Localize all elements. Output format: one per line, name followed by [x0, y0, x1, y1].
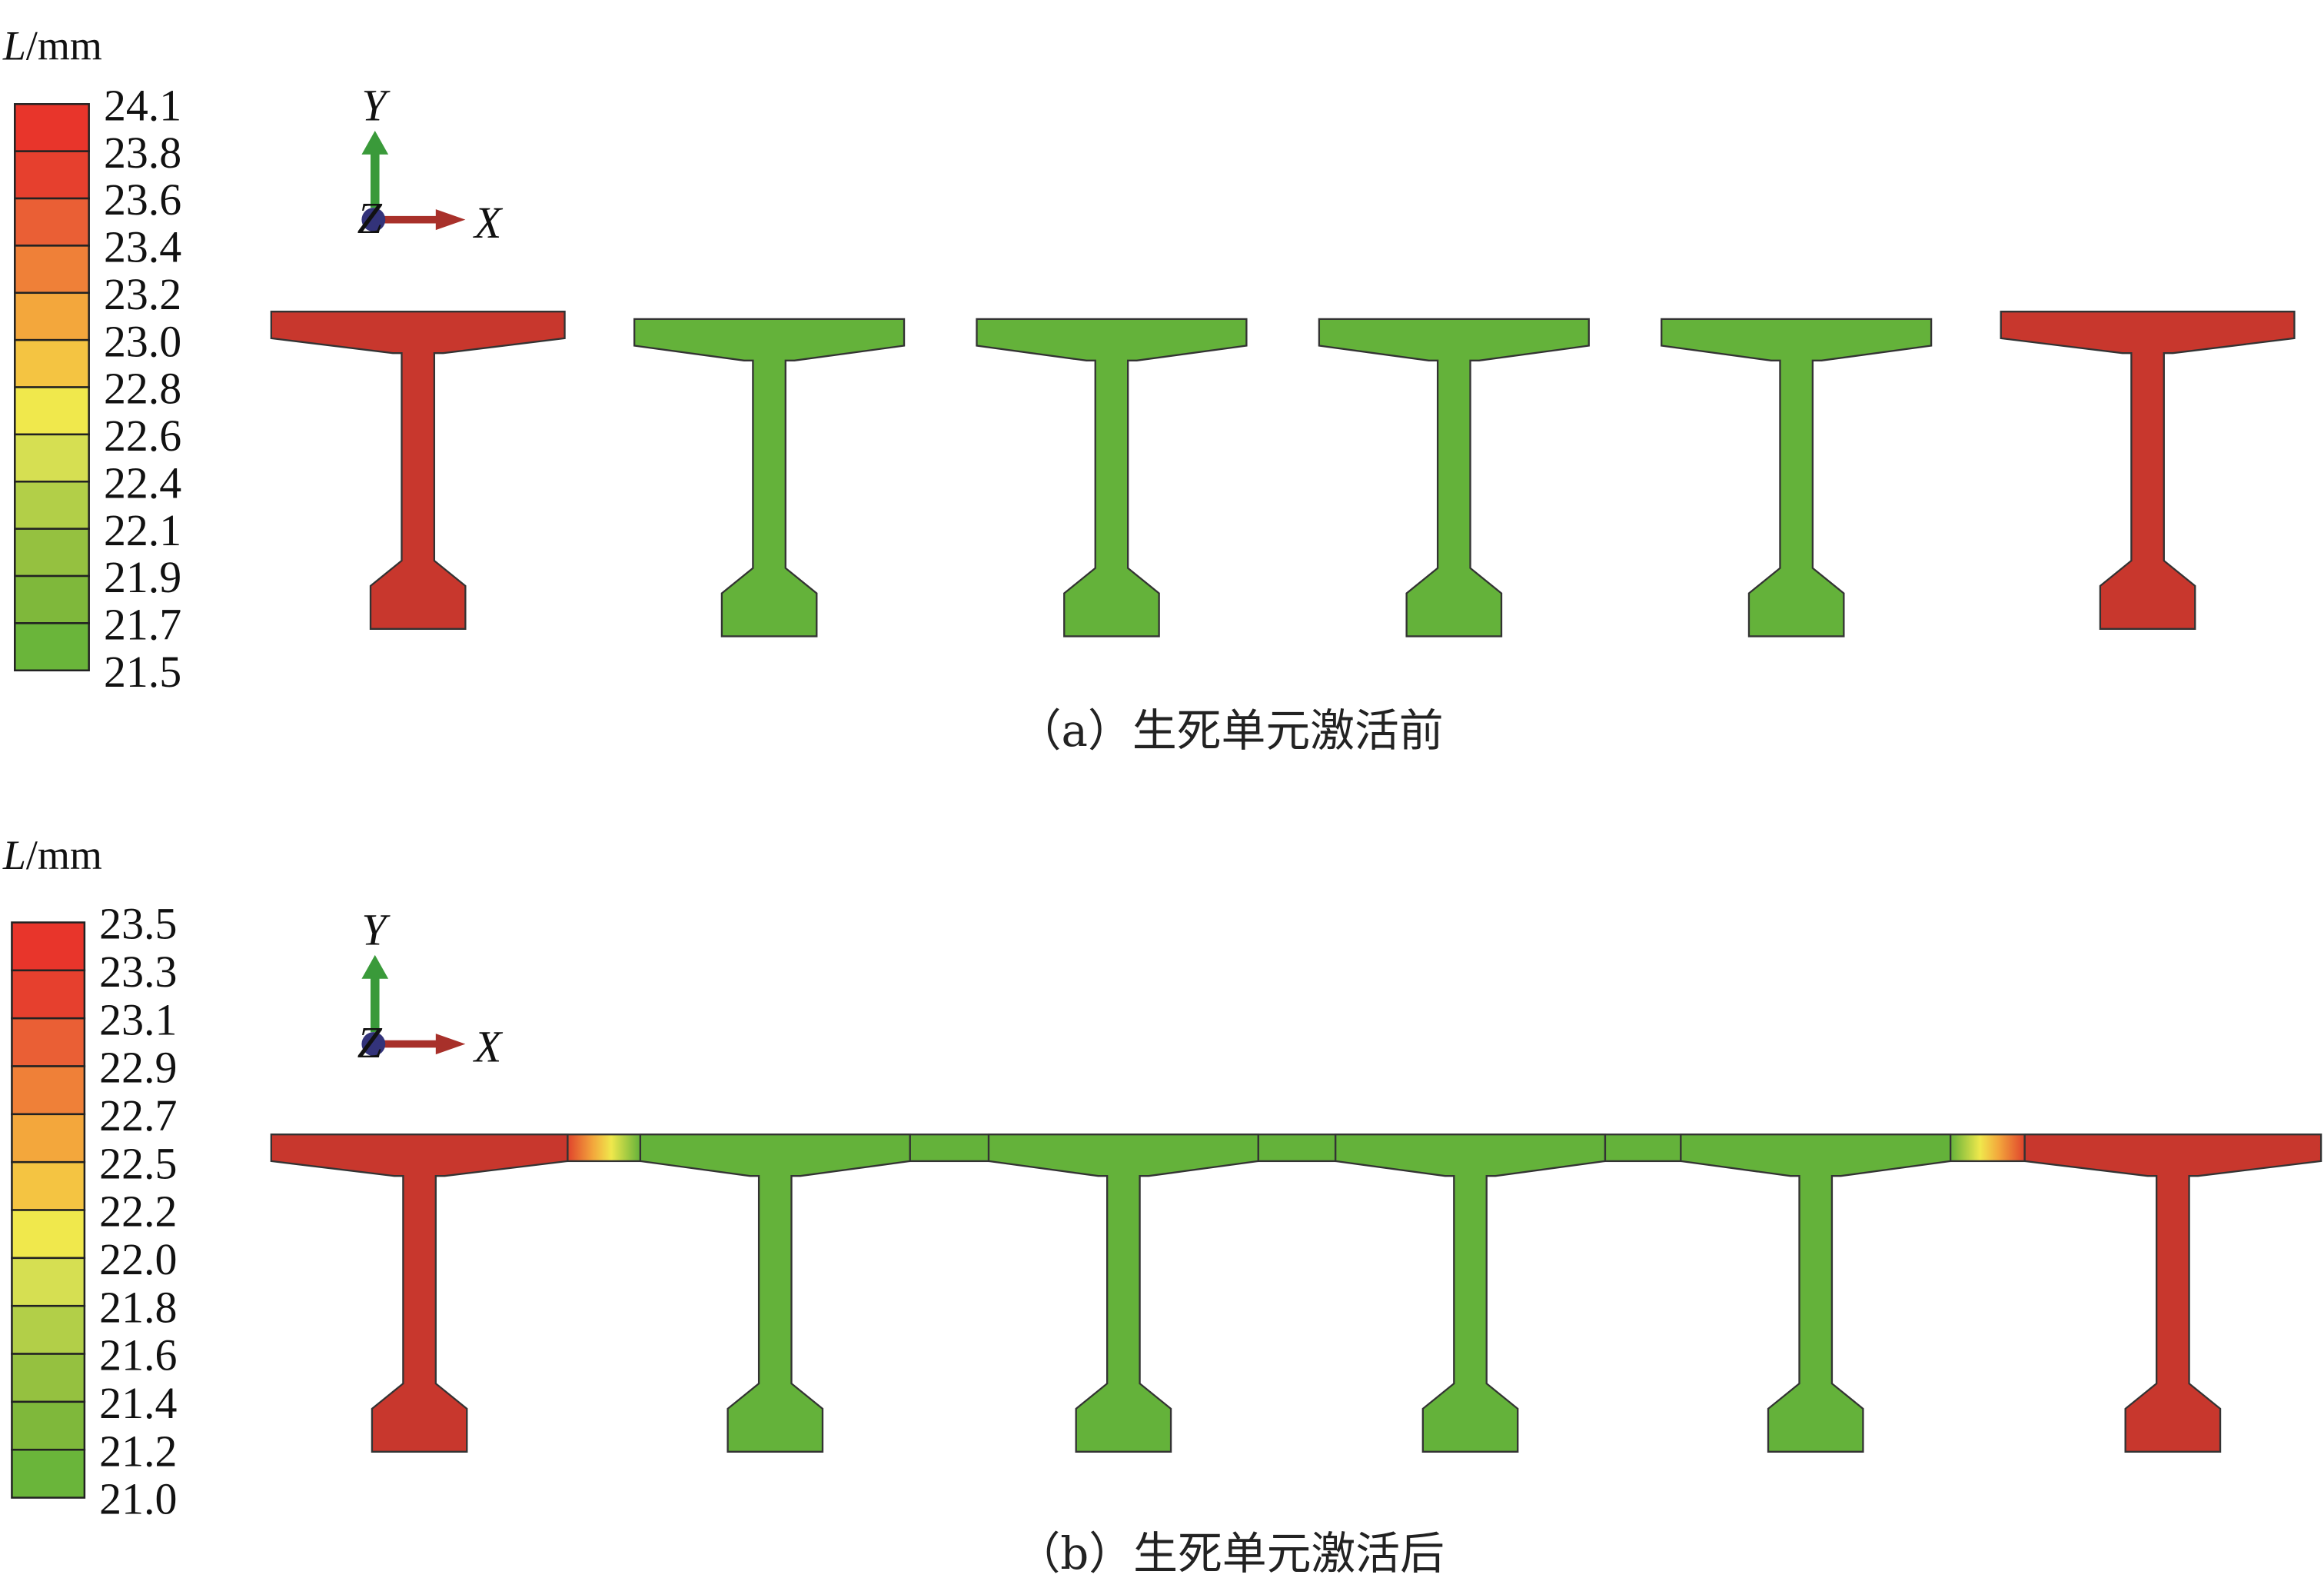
legend-band — [14, 197, 90, 247]
wet-joint — [909, 1134, 990, 1163]
legend-label: 21.0 — [99, 1474, 177, 1524]
legend-band — [11, 1017, 86, 1067]
legend-label: 21.6 — [99, 1330, 177, 1380]
legend-label: 22.8 — [104, 364, 181, 414]
legend-band — [11, 1209, 86, 1260]
legend-band — [11, 1304, 86, 1355]
legend-label: 21.9 — [104, 552, 181, 602]
legend-band — [14, 245, 90, 295]
legend-label: 22.4 — [104, 458, 181, 508]
legend-label: 21.4 — [99, 1378, 177, 1428]
legend-band — [14, 433, 90, 483]
color-legend — [11, 921, 86, 1499]
legend-label: 22.1 — [104, 505, 181, 555]
legend-band — [11, 1160, 86, 1211]
legend-band — [11, 1400, 86, 1451]
legend-unit: L/mm — [2, 832, 102, 878]
caption-a: （a）生死单元激活前 — [1017, 704, 1444, 757]
legend-label: 22.0 — [99, 1234, 177, 1284]
y-arrow-head — [361, 954, 389, 979]
z-axis-dot — [361, 208, 386, 232]
beam-section-a — [270, 311, 2296, 638]
t-beam-girder — [270, 1134, 569, 1453]
color-legend — [14, 103, 90, 672]
z-axis-label: Z — [357, 1017, 383, 1067]
t-beam-girder — [976, 318, 1248, 638]
legend-band — [11, 1113, 86, 1164]
legend-band — [11, 969, 86, 1020]
legend-label: 23.4 — [104, 222, 181, 272]
legend-label: 22.9 — [99, 1043, 177, 1093]
t-beam-girder — [987, 1134, 1259, 1453]
t-beam-girder — [2023, 1134, 2322, 1453]
legend-band — [14, 150, 90, 200]
legend-label: 23.1 — [99, 994, 177, 1044]
z-axis-dot — [361, 1032, 386, 1057]
legend-band — [11, 1065, 86, 1116]
x-axis-label: X — [473, 198, 504, 248]
legend-band — [14, 622, 90, 672]
y-axis-label: Y — [361, 81, 391, 131]
legend-band — [14, 574, 90, 624]
wet-joint — [1257, 1134, 1337, 1163]
legend-band — [14, 338, 90, 388]
legend-label: 21.8 — [99, 1282, 177, 1332]
t-beam-girder — [270, 311, 566, 630]
legend-labels: 24.1 23.8 23.6 23.4 23.2 23.0 22.8 22.6 … — [104, 81, 181, 697]
y-axis-label: Y — [361, 904, 391, 954]
panel-b: L/mm 23.5 23.3 23.1 22.9 22.7 22.5 22.2 … — [2, 832, 2322, 1578]
legend-band — [11, 1448, 86, 1499]
legend-label: 21.7 — [104, 600, 181, 650]
legend-label: 21.2 — [99, 1426, 177, 1476]
t-beam-girder — [639, 1134, 911, 1453]
t-beam-girder — [1318, 318, 1590, 638]
wet-joint — [1950, 1134, 2026, 1163]
legend-label: 23.6 — [104, 175, 181, 225]
x-axis-label: X — [473, 1022, 504, 1072]
axis-triad: Y X Z — [357, 81, 504, 248]
axis-triad: Y X Z — [357, 904, 504, 1071]
wet-joint — [567, 1134, 642, 1163]
t-beam-girder — [1334, 1134, 1607, 1453]
beam-section-b — [270, 1134, 2322, 1453]
z-axis-label: Z — [357, 193, 383, 243]
legend-label: 23.8 — [104, 128, 181, 178]
legend-band — [14, 528, 90, 578]
panel-a: L/mm 24.1 23.8 23.6 23.4 23.2 23.0 22.8 … — [2, 22, 2296, 757]
legend-labels: 23.5 23.3 23.1 22.9 22.7 22.5 22.2 22.0 … — [99, 899, 177, 1524]
legend-label: 22.2 — [99, 1187, 177, 1237]
legend-label: 23.3 — [99, 947, 177, 997]
legend-label: 23.2 — [104, 269, 181, 319]
legend-band — [14, 291, 90, 341]
y-arrow-head — [361, 130, 389, 155]
t-beam-girder — [633, 318, 906, 638]
x-arrow-head — [435, 209, 466, 231]
wet-joint — [1604, 1134, 1682, 1163]
legend-band — [14, 481, 90, 530]
legend-label: 23.0 — [104, 316, 181, 366]
legend-unit: L/mm — [2, 22, 102, 68]
legend-band — [11, 921, 86, 972]
legend-band — [14, 103, 90, 152]
x-arrow-head — [435, 1034, 466, 1055]
caption-b: （b）生死单元激活后 — [1016, 1527, 1444, 1578]
legend-label: 22.5 — [99, 1138, 177, 1188]
legend-label: 24.1 — [104, 81, 181, 131]
legend-band — [11, 1353, 86, 1403]
legend-label: 22.6 — [104, 411, 181, 461]
legend-label: 23.5 — [99, 899, 177, 949]
legend-label: 22.7 — [99, 1090, 177, 1140]
legend-label: 21.5 — [104, 647, 181, 697]
legend-band — [14, 386, 90, 436]
t-beam-girder — [2000, 311, 2296, 630]
t-beam-girder — [1661, 318, 1933, 638]
legend-band — [11, 1257, 86, 1307]
t-beam-girder — [1680, 1134, 1952, 1453]
